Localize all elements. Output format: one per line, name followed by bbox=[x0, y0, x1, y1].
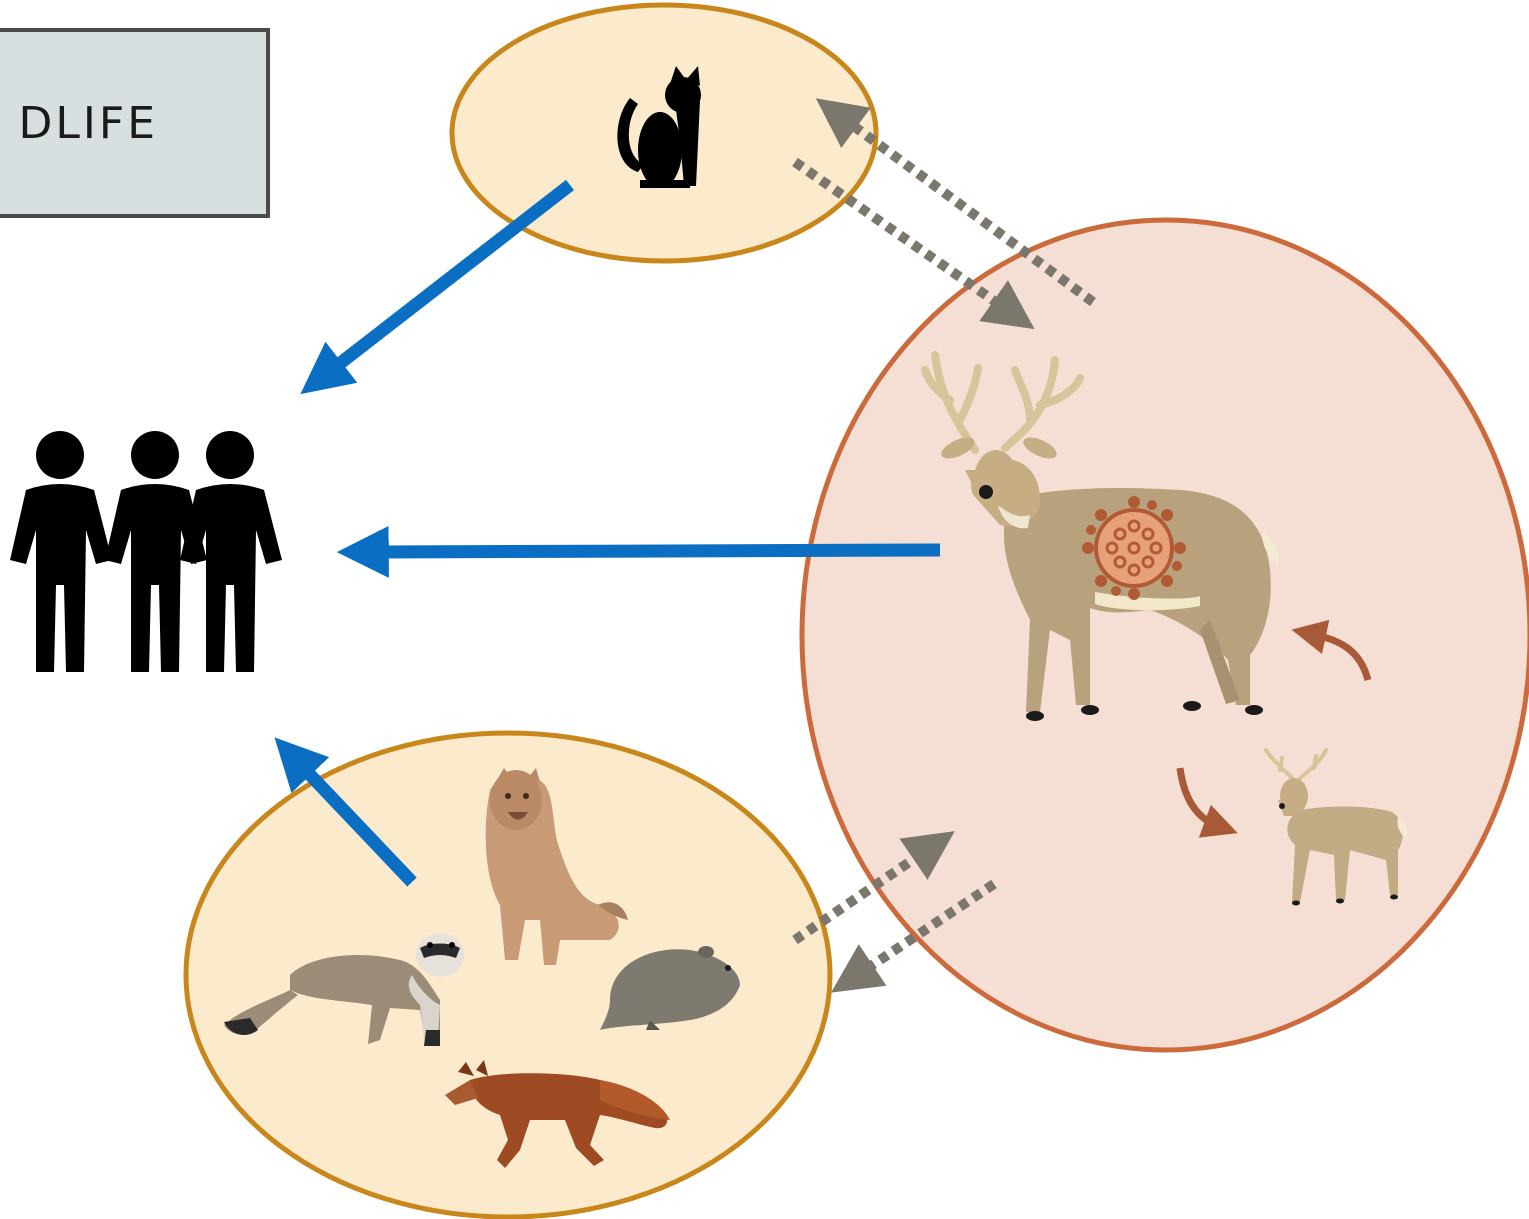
arrow-cat-to-humans bbox=[325, 185, 570, 375]
virus-particle-icon bbox=[1082, 496, 1186, 600]
deer-population-circle bbox=[802, 220, 1529, 1050]
arrow-deer-to-humans bbox=[368, 550, 940, 552]
people-group-icon bbox=[10, 431, 282, 672]
